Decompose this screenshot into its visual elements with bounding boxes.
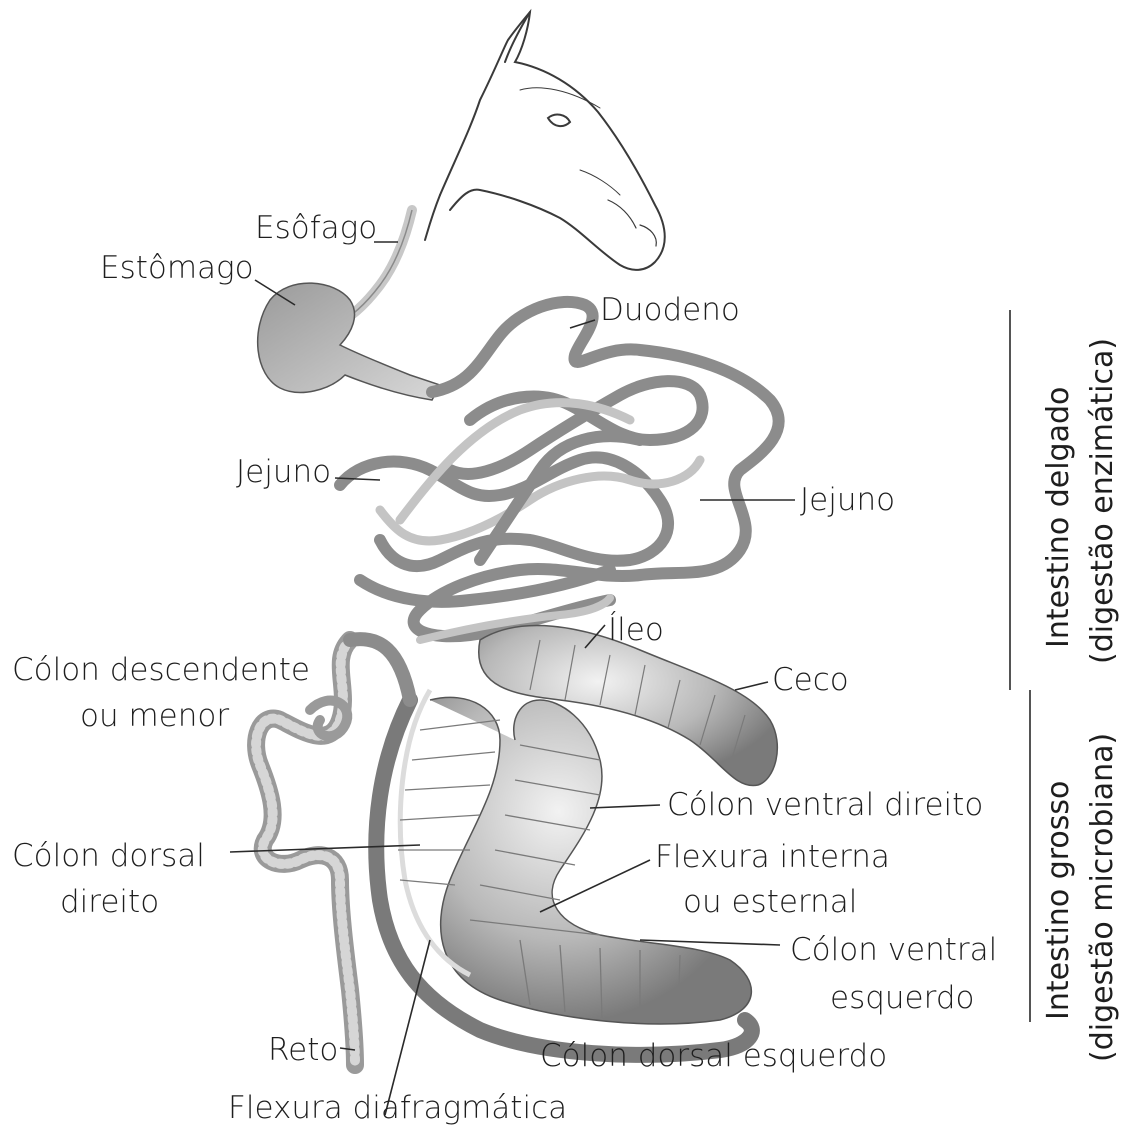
- label-colon-descendente: Cólon descendente: [12, 652, 310, 688]
- label-ceco: Ceco: [772, 662, 849, 698]
- label-colon-ventral-direito: Cólon ventral direito: [667, 787, 983, 823]
- label-duodeno: Duodeno: [600, 292, 740, 328]
- label-ileo: Íleo: [608, 612, 664, 648]
- small-intestine-illustration: [340, 302, 779, 640]
- label-esofago: Esôfago: [255, 210, 377, 246]
- label-colon-descendente-2: ou menor: [80, 698, 229, 734]
- label-colon-ventral-esquerdo-2: esquerdo: [830, 980, 974, 1016]
- label-intestino-delgado: Intestino delgado: [1041, 387, 1076, 648]
- label-flexura-interna: Flexura interna: [655, 839, 890, 875]
- label-colon-dorsal-esquerdo: Cólon dorsal esquerdo: [540, 1038, 887, 1074]
- label-jejuno-right: Jejuno: [800, 482, 895, 518]
- label-jejuno-left: Jejuno: [236, 454, 331, 490]
- section-labels: Intestino delgado (digestão enzimática) …: [1041, 338, 1120, 1062]
- label-estomago: Estômago: [100, 250, 254, 286]
- label-reto: Reto: [268, 1032, 338, 1068]
- label-colon-dorsal-direito-2: direito: [60, 884, 159, 920]
- descending-colon-illustration: [256, 639, 410, 1065]
- label-colon-ventral-esquerdo: Cólon ventral: [790, 932, 997, 968]
- label-digestao-enzimatica: (digestão enzimática): [1085, 338, 1120, 664]
- label-digestao-microbiana: (digestão microbiana): [1085, 733, 1120, 1062]
- label-intestino-grosso: Intestino grosso: [1041, 781, 1076, 1020]
- label-colon-dorsal-direito: Cólon dorsal: [12, 838, 205, 874]
- label-flexura-diafragmatica: Flexura diafragmática: [228, 1090, 567, 1126]
- label-flexura-interna-2: ou esternal: [683, 884, 857, 920]
- stomach-illustration: [258, 283, 440, 400]
- horse-head-illustration: [425, 12, 665, 270]
